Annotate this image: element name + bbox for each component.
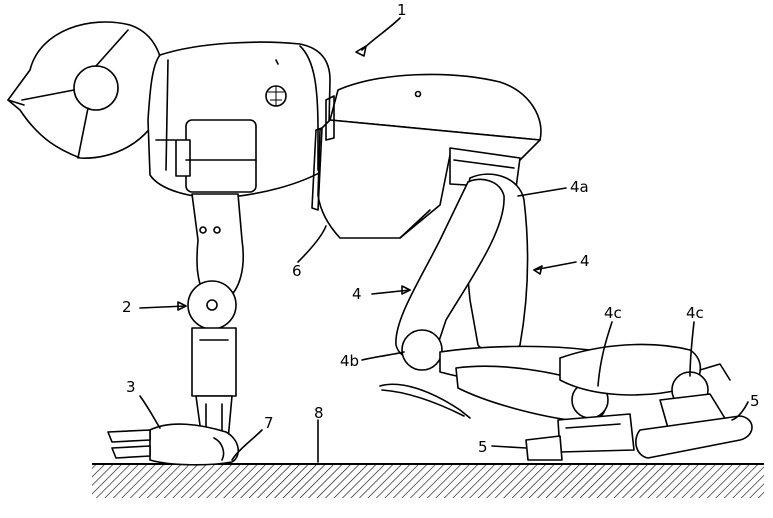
label-hand: 3 [126,378,136,396]
label-contact-point: 7 [264,414,274,432]
label-foot-left: 5 [478,438,488,456]
label-foot-right: 5 [750,392,760,410]
label-head-unit: 2 [122,298,132,316]
label-leg-right: 4 [580,252,590,270]
ground-surface [92,463,764,498]
front-leg [175,119,257,441]
label-ankle-joint-left: 4c [604,304,622,322]
label-ground: 8 [314,404,324,422]
rear-body [311,73,542,239]
hand [107,423,239,466]
robot-head [7,21,165,159]
label-body-panel: 6 [292,262,302,280]
label-knee-joint: 4b [340,352,359,370]
reference-labels: 1 2 3 4 4 4a 4b 4c 4c 5 5 6 7 8 [122,1,760,456]
label-upper-leg: 4a [570,178,589,196]
label-ankle-joint-right: 4c [686,304,704,322]
rear-leg-right [559,343,753,459]
label-leg-left: 4 [352,285,362,303]
torso-emblem-icon [265,85,287,107]
label-robot: 1 [397,1,407,19]
foot-left [379,383,635,461]
leader-lines [139,17,749,463]
